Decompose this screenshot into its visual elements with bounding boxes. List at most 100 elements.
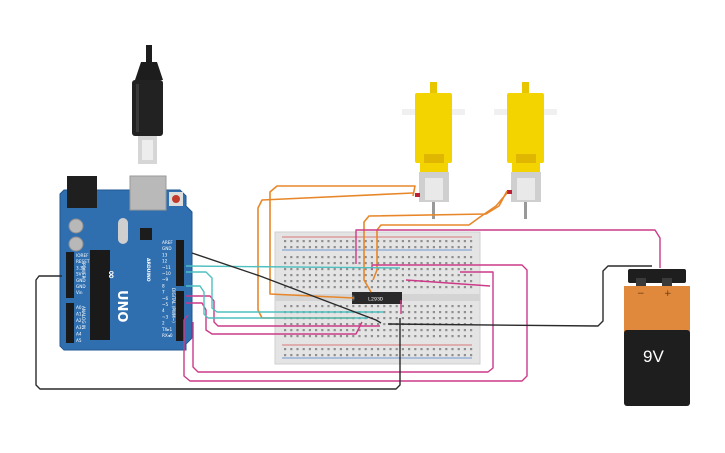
breadboard-hole[interactable]	[302, 305, 305, 308]
breadboard-hole[interactable]	[457, 280, 460, 283]
breadboard-hole[interactable]	[395, 268, 398, 271]
breadboard-hole[interactable]	[383, 246, 386, 249]
breadboard-hole[interactable]	[339, 329, 342, 332]
breadboard-hole[interactable]	[383, 274, 386, 277]
breadboard-hole[interactable]	[463, 348, 466, 351]
breadboard-hole[interactable]	[414, 240, 417, 243]
breadboard-hole[interactable]	[358, 240, 361, 243]
breadboard-hole[interactable]	[457, 268, 460, 271]
breadboard-hole[interactable]	[457, 348, 460, 351]
dc-motor-icon[interactable]	[494, 82, 557, 219]
breadboard-hole[interactable]	[451, 246, 454, 249]
breadboard-hole[interactable]	[296, 305, 299, 308]
breadboard-hole[interactable]	[420, 354, 423, 357]
battery-9v[interactable]: − + 9V	[624, 269, 690, 406]
breadboard-hole[interactable]	[389, 317, 392, 320]
digital-header-top[interactable]	[176, 240, 184, 286]
breadboard-hole[interactable]	[414, 335, 417, 338]
breadboard-hole[interactable]	[296, 240, 299, 243]
breadboard-hole[interactable]	[383, 329, 386, 332]
breadboard-hole[interactable]	[470, 256, 473, 259]
breadboard-hole[interactable]	[383, 262, 386, 265]
breadboard-hole[interactable]	[315, 256, 318, 259]
breadboard-hole[interactable]	[352, 305, 355, 308]
breadboard-hole[interactable]	[377, 305, 380, 308]
breadboard-hole[interactable]	[290, 240, 293, 243]
breadboard-hole[interactable]	[445, 305, 448, 308]
breadboard-hole[interactable]	[383, 317, 386, 320]
breadboard-hole[interactable]	[284, 335, 287, 338]
breadboard-hole[interactable]	[339, 274, 342, 277]
breadboard-hole[interactable]	[358, 246, 361, 249]
breadboard-hole[interactable]	[308, 280, 311, 283]
breadboard-hole[interactable]	[321, 246, 324, 249]
breadboard-hole[interactable]	[457, 240, 460, 243]
breadboard-hole[interactable]	[308, 348, 311, 351]
breadboard-hole[interactable]	[315, 348, 318, 351]
breadboard-hole[interactable]	[296, 348, 299, 351]
breadboard-hole[interactable]	[414, 246, 417, 249]
breadboard-hole[interactable]	[333, 305, 336, 308]
breadboard-hole[interactable]	[302, 274, 305, 277]
breadboard-hole[interactable]	[445, 246, 448, 249]
breadboard-hole[interactable]	[296, 280, 299, 283]
breadboard-hole[interactable]	[308, 262, 311, 265]
breadboard-hole[interactable]	[420, 317, 423, 320]
breadboard-hole[interactable]	[463, 280, 466, 283]
breadboard-hole[interactable]	[315, 280, 318, 283]
breadboard-hole[interactable]	[439, 311, 442, 314]
breadboard-hole[interactable]	[408, 280, 411, 283]
breadboard-hole[interactable]	[327, 268, 330, 271]
breadboard-hole[interactable]	[358, 274, 361, 277]
breadboard-hole[interactable]	[463, 317, 466, 320]
breadboard-hole[interactable]	[401, 354, 404, 357]
breadboard-hole[interactable]	[463, 262, 466, 265]
breadboard-hole[interactable]	[315, 274, 318, 277]
breadboard-hole[interactable]	[408, 256, 411, 259]
breadboard-hole[interactable]	[401, 305, 404, 308]
breadboard-hole[interactable]	[290, 256, 293, 259]
breadboard-hole[interactable]	[333, 286, 336, 289]
breadboard-hole[interactable]	[383, 354, 386, 357]
breadboard-hole[interactable]	[389, 335, 392, 338]
breadboard-hole[interactable]	[395, 354, 398, 357]
breadboard-hole[interactable]	[395, 335, 398, 338]
breadboard-hole[interactable]	[315, 268, 318, 271]
breadboard-hole[interactable]	[401, 274, 404, 277]
breadboard-hole[interactable]	[327, 286, 330, 289]
breadboard-hole[interactable]	[414, 286, 417, 289]
breadboard-hole[interactable]	[451, 305, 454, 308]
breadboard-hole[interactable]	[377, 348, 380, 351]
breadboard-hole[interactable]	[408, 240, 411, 243]
breadboard-hole[interactable]	[339, 354, 342, 357]
breadboard-hole[interactable]	[420, 268, 423, 271]
breadboard-hole[interactable]	[333, 323, 336, 326]
analog-header[interactable]	[66, 303, 74, 343]
breadboard-hole[interactable]	[439, 240, 442, 243]
breadboard-hole[interactable]	[420, 305, 423, 308]
breadboard-hole[interactable]	[420, 329, 423, 332]
breadboard-hole[interactable]	[308, 246, 311, 249]
breadboard-hole[interactable]	[346, 305, 349, 308]
breadboard-hole[interactable]	[383, 286, 386, 289]
breadboard-hole[interactable]	[470, 280, 473, 283]
breadboard-hole[interactable]	[463, 274, 466, 277]
breadboard-hole[interactable]	[284, 268, 287, 271]
breadboard-hole[interactable]	[432, 280, 435, 283]
breadboard-hole[interactable]	[383, 348, 386, 351]
breadboard-hole[interactable]	[463, 268, 466, 271]
breadboard-hole[interactable]	[346, 323, 349, 326]
breadboard-hole[interactable]	[296, 286, 299, 289]
breadboard-hole[interactable]	[333, 348, 336, 351]
breadboard-hole[interactable]	[315, 240, 318, 243]
breadboard-hole[interactable]	[352, 286, 355, 289]
breadboard-hole[interactable]	[432, 274, 435, 277]
breadboard-hole[interactable]	[284, 256, 287, 259]
breadboard-hole[interactable]	[358, 323, 361, 326]
breadboard-hole[interactable]	[321, 256, 324, 259]
breadboard-hole[interactable]	[408, 311, 411, 314]
breadboard-hole[interactable]	[377, 268, 380, 271]
breadboard-hole[interactable]	[296, 246, 299, 249]
breadboard-hole[interactable]	[439, 354, 442, 357]
breadboard-hole[interactable]	[364, 262, 367, 265]
